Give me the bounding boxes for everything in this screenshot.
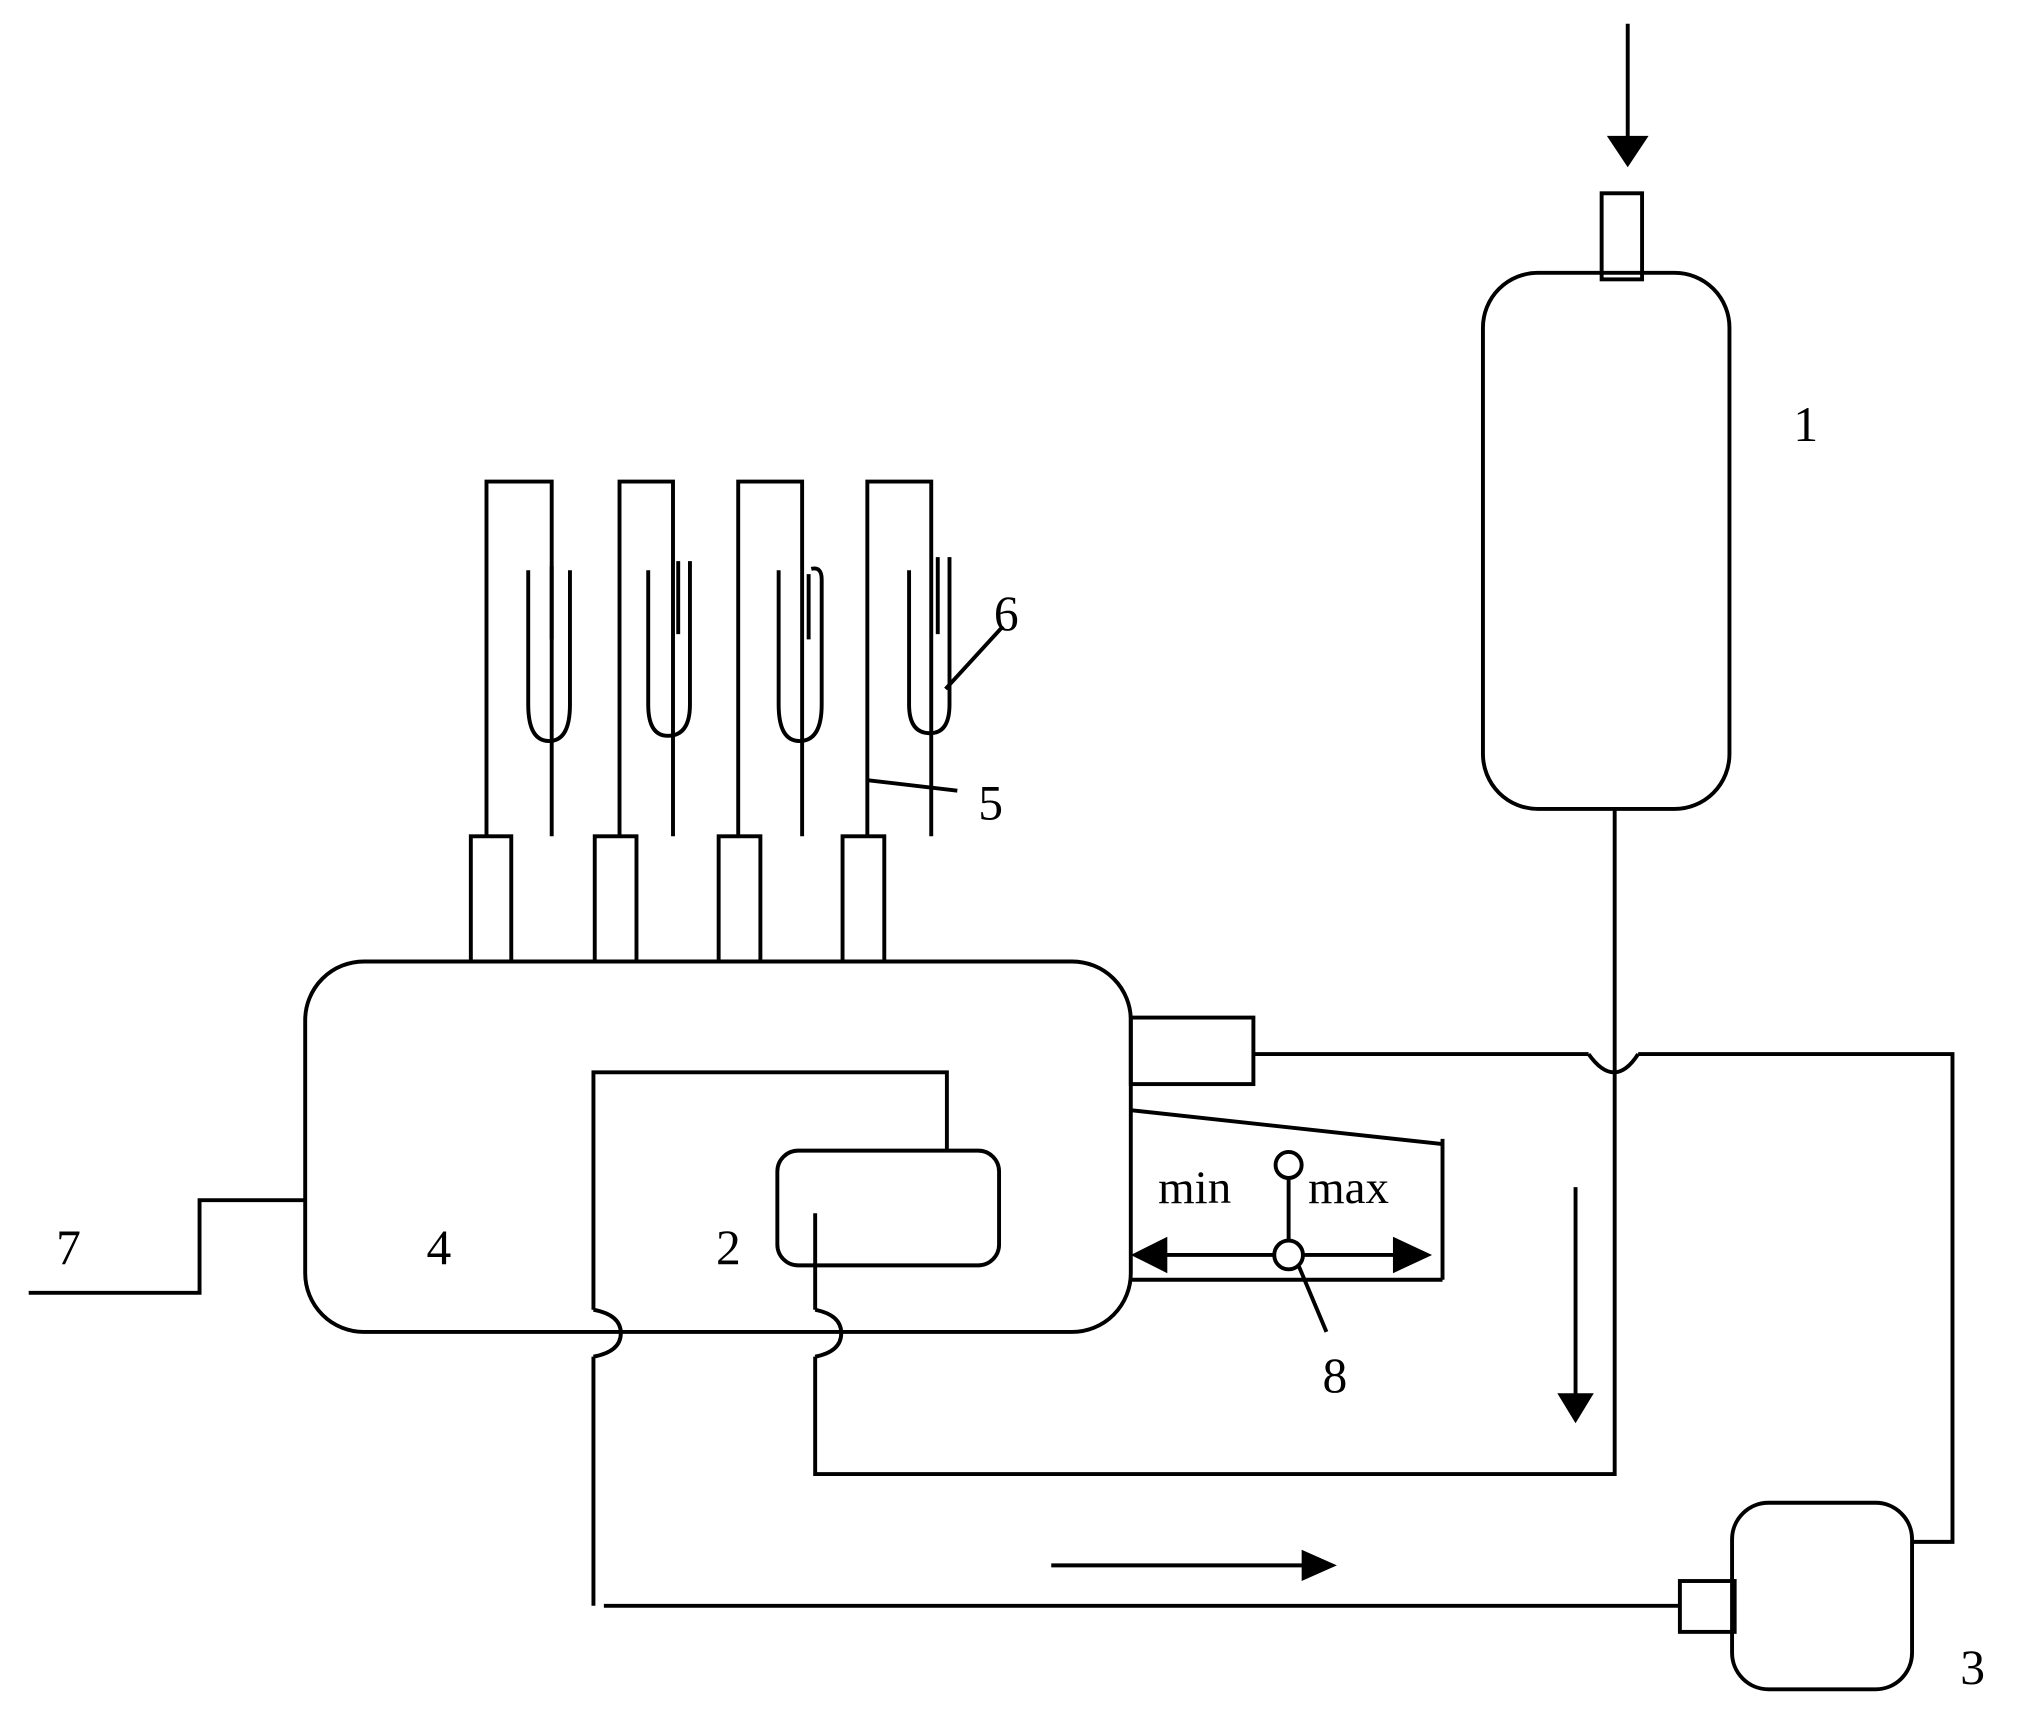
tube [592,479,692,964]
unit-2 [591,810,1617,1606]
label-tube-5: 5 [978,775,1003,830]
label-pipe-7: 7 [56,1220,81,1275]
leader-6 [944,624,1005,691]
flow-arrow-right [1051,1549,1337,1582]
label-float-8: 8 [1323,1348,1348,1403]
tank-1 [1480,23,1732,811]
label-tank-1: 1 [1793,397,1818,452]
leader-5 [867,778,958,793]
label-vessel-4: 4 [426,1220,451,1275]
unit-3 [603,1500,1915,1692]
flow-arrow-down [1557,1187,1594,1424]
tube-array-5 [468,479,952,964]
label-unit-2: 2 [716,1220,741,1275]
vessel-4 [303,959,1256,1334]
tube [716,479,824,964]
label-probe-6: 6 [994,586,1019,641]
return-pipe [1253,1052,1955,1544]
pipe-7 [28,1198,306,1295]
label-unit-3: 3 [1960,1640,1985,1695]
tube [468,479,572,964]
label-max: max [1308,1162,1389,1214]
tube [840,479,952,964]
level-gauge [1130,1108,1445,1333]
label-min: min [1158,1162,1231,1214]
